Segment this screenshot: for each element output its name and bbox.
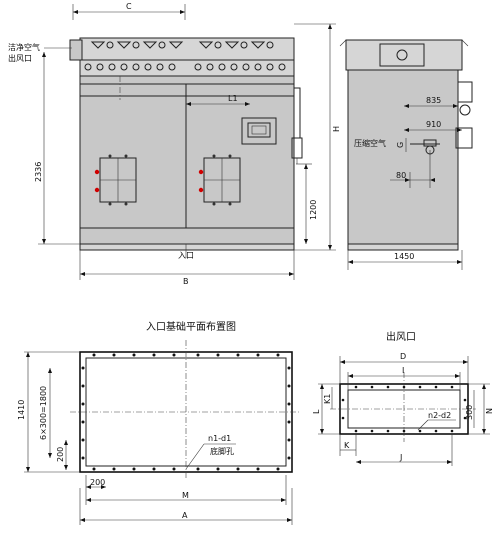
dim-80-label: 80: [396, 171, 406, 180]
dim-200-left-label: 200: [56, 447, 65, 462]
dim-b-label: B: [183, 277, 189, 286]
side-body: [347, 69, 459, 249]
front-view: C: [8, 2, 341, 286]
dim-l-label: L: [312, 409, 321, 414]
outlet-hole-label: n2-d2: [428, 411, 451, 420]
dim-200-bottom-label: 200: [90, 478, 105, 487]
dim-835-label: 835: [426, 96, 441, 105]
side-fitting-upper: [457, 81, 473, 103]
dim-g-label: G: [396, 142, 405, 148]
inspection-window-right: [198, 154, 241, 206]
outlet-flange: [69, 39, 83, 61]
control-box: [241, 117, 277, 145]
dim-910-label: 910: [426, 120, 441, 129]
dim-m-label: M: [182, 491, 189, 500]
dim-i-label: I: [402, 366, 404, 375]
dim-n-label: N: [485, 408, 494, 414]
side-fitting-lower: [455, 127, 473, 149]
dim-1450-label: 1450: [394, 252, 414, 261]
outlet-title: 出风口: [386, 330, 416, 343]
inlet-plan: 入口基础平面布置图 1410 6×300=1800: [17, 320, 300, 525]
dim-bolts-label: 6×300=1800: [39, 386, 48, 440]
clean-air-label: 洁净空气: [8, 42, 40, 52]
inlet-label: 入口: [178, 251, 194, 260]
dim-k1-label: K1: [323, 394, 332, 404]
dim-k-label: K: [344, 441, 350, 450]
side-top-hatch: [379, 43, 425, 67]
inlet-plan-title: 入口基础平面布置图: [146, 320, 236, 333]
outlet-label: 出风口: [8, 53, 32, 63]
top-valves: [90, 41, 274, 49]
dim-j-label: J: [399, 453, 402, 462]
dim-l1-label: L1: [228, 94, 238, 103]
inlet-bolt-holes: [81, 353, 291, 471]
pulse-valves-row: [84, 63, 286, 71]
dim-2336-label: 2336: [34, 162, 43, 182]
dim-300-label: 300: [465, 405, 474, 420]
anchor-hole-label: 底脚孔: [210, 446, 234, 456]
inspection-window-left: [94, 154, 137, 206]
side-base: [347, 243, 459, 251]
hole-callout-label: n1-d1: [208, 434, 231, 443]
dim-1410-label: 1410: [17, 400, 26, 420]
air-pipe: [294, 87, 301, 138]
side-top-cover: [345, 39, 463, 71]
dim-c-label: C: [126, 2, 132, 11]
outlet-bolt-holes: [341, 385, 467, 433]
outlet-plan: 出风口 D I L K1: [312, 330, 494, 466]
dim-a-label: A: [182, 511, 188, 520]
side-view: 835 910 G 压缩空气 80 1450: [339, 39, 473, 270]
compressed-air-label: 压缩空气: [354, 138, 386, 148]
main-body: [79, 75, 295, 245]
dim-1200-label: 1200: [309, 200, 318, 220]
dim-d-label: D: [400, 352, 406, 361]
base-frame: [79, 243, 295, 251]
dim-h-label: H: [332, 126, 341, 132]
